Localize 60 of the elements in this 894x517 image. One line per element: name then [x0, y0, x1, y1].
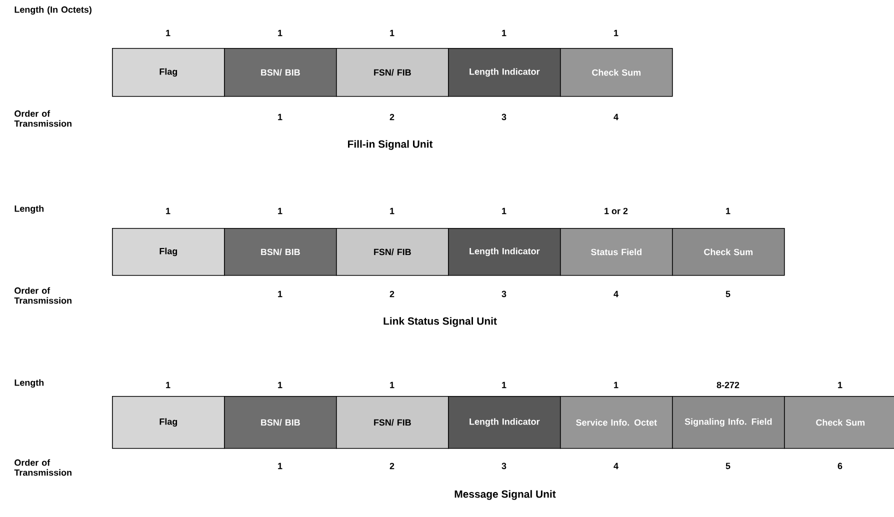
- length-value: 1: [166, 30, 170, 36]
- field-box: Length Indicator: [448, 48, 561, 97]
- field-box: Check Sum: [560, 48, 673, 97]
- field-box: FSN/ FIB: [336, 228, 449, 276]
- field-box: Flag: [112, 396, 225, 449]
- length-value: 1: [278, 208, 282, 214]
- order-number: 6: [838, 462, 842, 470]
- length-value: 1: [726, 208, 730, 214]
- field-box: Length Indicator: [448, 396, 561, 449]
- length-value: 1 or 2: [604, 208, 628, 214]
- caption: Message Signal Unit: [454, 490, 556, 500]
- field-box: FSN/ FIB: [336, 396, 449, 449]
- length-value: 1: [502, 30, 506, 36]
- row-header: Length: [14, 379, 44, 388]
- order-number: 1: [278, 462, 282, 470]
- field-box: Signaling Info. Field: [672, 396, 785, 449]
- length-value: 1: [166, 382, 170, 388]
- order-number: 5: [726, 462, 730, 470]
- length-value: 1: [502, 208, 506, 214]
- order-number: 4: [614, 114, 618, 120]
- field-box: Service Info. Octet: [560, 396, 673, 449]
- caption: Link Status Signal Unit: [384, 317, 497, 327]
- length-value: 1: [278, 382, 282, 388]
- length-value: 1: [614, 30, 618, 36]
- order-number: 3: [502, 114, 506, 120]
- row-header: Order of Transmission: [14, 110, 72, 127]
- row-header: Length (In Octets): [14, 6, 92, 15]
- length-value: 1: [390, 30, 394, 36]
- caption: Fill-in Signal Unit: [348, 140, 433, 150]
- length-value: 1: [166, 208, 170, 214]
- row-header: Length: [14, 205, 44, 214]
- order-number: 4: [614, 290, 618, 298]
- order-number: 3: [502, 290, 506, 298]
- field-box: BSN/ BIB: [224, 228, 337, 276]
- order-number: 5: [726, 290, 730, 298]
- length-value: 1: [390, 382, 394, 388]
- order-number: 4: [614, 462, 618, 470]
- field-box: Flag: [112, 228, 225, 276]
- length-value: 8-272: [716, 382, 740, 388]
- field-box: Check Sum: [672, 228, 785, 276]
- field-box: Check Sum: [784, 396, 894, 449]
- order-number: 1: [278, 114, 282, 120]
- field-box: Flag: [112, 48, 225, 97]
- order-number: 2: [390, 114, 394, 120]
- length-value: 1: [278, 30, 282, 36]
- row-header: Order of Transmission: [14, 459, 72, 476]
- field-box: FSN/ FIB: [336, 48, 449, 97]
- field-box: BSN/ BIB: [224, 396, 337, 449]
- length-value: 1: [390, 208, 394, 214]
- length-value: 1: [502, 382, 506, 388]
- order-number: 2: [390, 462, 394, 470]
- row-header: Order of Transmission: [14, 287, 72, 304]
- field-box: BSN/ BIB: [224, 48, 337, 97]
- length-value: 1: [614, 382, 618, 388]
- field-box: Length Indicator: [448, 228, 561, 276]
- field-box: Status Field: [560, 228, 673, 276]
- order-number: 1: [278, 290, 282, 298]
- order-number: 3: [502, 462, 506, 470]
- order-number: 2: [390, 290, 394, 298]
- length-value: 1: [838, 382, 842, 388]
